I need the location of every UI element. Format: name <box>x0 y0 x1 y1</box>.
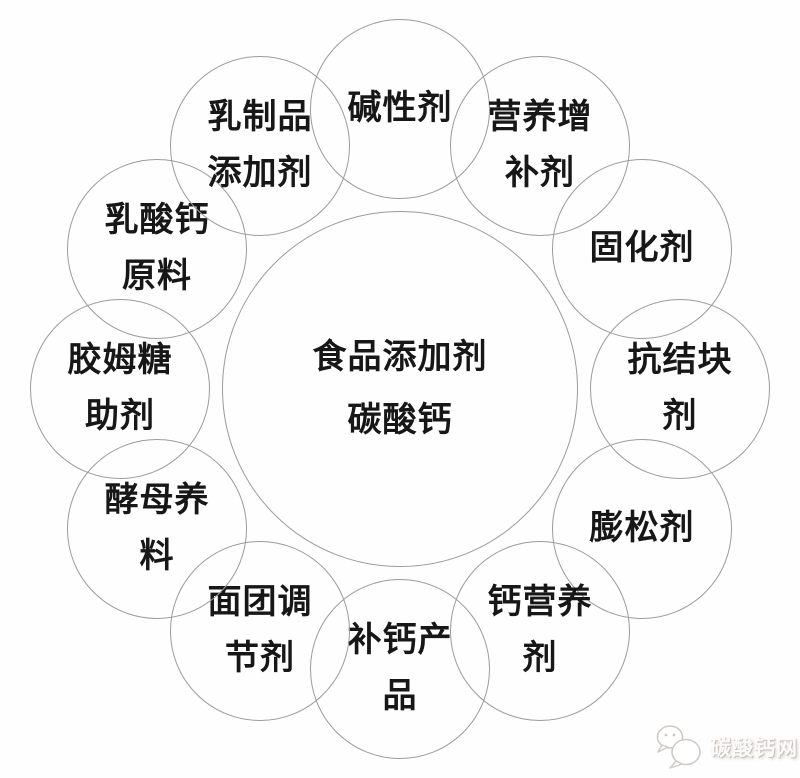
bubble-label: 胶姆糖 <box>67 342 173 379</box>
bubble-label: 料 <box>139 538 175 575</box>
bubble-dough-conditioner: 面团调 节剂 <box>170 541 350 721</box>
bubble-label: 补钙产 <box>347 622 453 659</box>
bubble-label: 助剂 <box>85 398 155 435</box>
bubble-label: 补剂 <box>505 155 575 192</box>
bubble-leavening-agent: 膨松剂 <box>552 439 732 619</box>
bubble-label: 剂 <box>662 398 698 435</box>
chat-bubbles-icon <box>656 725 701 769</box>
center-bubble-label-line1: 食品添加剂 <box>312 339 488 376</box>
bubble-label: 固化剂 <box>589 230 695 267</box>
bubble-label: 添加剂 <box>207 155 313 192</box>
bubble-label: 面团调 <box>207 584 313 621</box>
bubble-yeast-nutrient: 酵母养 料 <box>67 439 247 619</box>
bubble-anticaking-agent: 抗结块 剂 <box>590 299 770 479</box>
bubble-label: 抗结块 <box>627 342 733 379</box>
bubble-nutrient-supplement: 营养增 补剂 <box>450 56 630 236</box>
bubble-label: 钙营养 <box>487 584 593 621</box>
bubble-label: 酵母养 <box>104 482 210 519</box>
bubble-chewing-gum-auxiliary: 胶姆糖 助剂 <box>30 299 210 479</box>
watermark: 碳酸钙网 <box>654 722 798 772</box>
center-bubble-food-additive-calcium-carbonate: 食品添加剂 碳酸钙 <box>222 211 578 567</box>
bubble-dairy-product-additive: 乳制品 添加剂 <box>170 56 350 236</box>
center-bubble-label-line2: 碳酸钙 <box>347 402 453 439</box>
bubble-label: 膨松剂 <box>589 510 695 547</box>
bubble-calcium-lactate-raw-material: 乳酸钙 原料 <box>67 159 247 339</box>
bubble-label: 品 <box>382 678 418 715</box>
bubble-label: 节剂 <box>225 640 295 677</box>
watermark-text: 碳酸钙网 <box>710 737 798 760</box>
bubble-label: 乳制品 <box>207 99 313 136</box>
bubble-label: 碱性剂 <box>347 90 453 127</box>
bubble-label: 乳酸钙 <box>104 202 210 239</box>
bubble-label: 营养增 <box>487 99 593 136</box>
bubble-label: 原料 <box>122 258 192 295</box>
bubble-calcium-supplement-product: 补钙产 品 <box>310 579 490 759</box>
bubble-label: 剂 <box>522 640 558 677</box>
